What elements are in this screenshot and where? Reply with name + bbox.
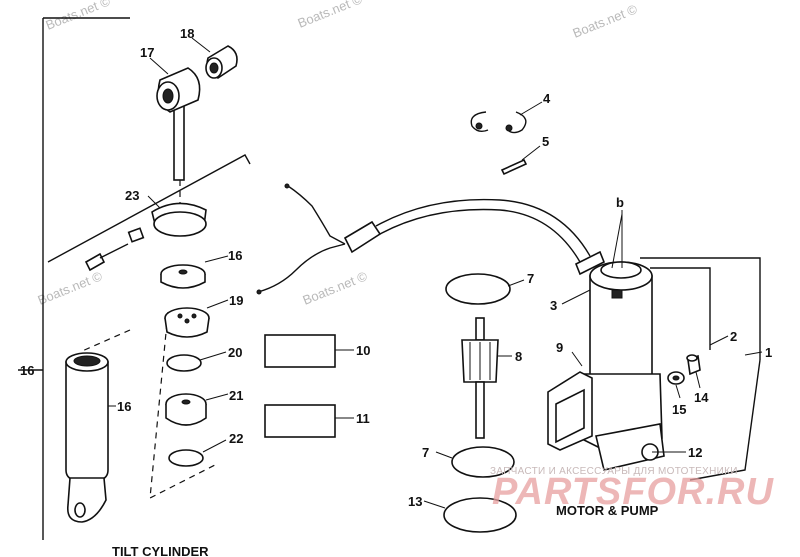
- leader-7a: [507, 279, 525, 287]
- callout-1: 1: [765, 345, 772, 360]
- callout-7a: 7: [527, 271, 534, 286]
- watermark-ru-big: PARTSFOR.RU: [492, 471, 774, 513]
- part-5-pin: [500, 158, 528, 176]
- leader-5: [521, 145, 541, 161]
- leader-2: [709, 335, 729, 346]
- leader-14: [695, 371, 701, 389]
- part-17-piston-rod: [156, 67, 201, 181]
- leader-22: [202, 439, 227, 453]
- leader-13: [423, 500, 446, 509]
- callout-19: 19: [229, 293, 243, 308]
- leader-15: [675, 384, 681, 399]
- leader-4: [519, 101, 543, 116]
- leader-3: [561, 289, 591, 305]
- watermark-left: Boats.net ©: [36, 268, 105, 308]
- wiring-harness: [256, 183, 591, 295]
- callout-11: 11: [356, 411, 370, 426]
- watermark-top-mid: Boats.net ©: [296, 0, 365, 31]
- callout-22: 22: [229, 431, 243, 446]
- watermark-mid: Boats.net ©: [301, 268, 370, 308]
- callout-4: 4: [543, 91, 551, 106]
- callout-14: 14: [694, 390, 709, 405]
- part-16-piston: [160, 264, 206, 289]
- part-3-motor: [574, 250, 653, 381]
- bracket-2: [650, 267, 711, 350]
- callout-7b: 7: [422, 445, 429, 460]
- callout-16c: 16: [117, 399, 131, 414]
- callout-16a: 16: [20, 363, 34, 378]
- part-22-o-ring: [168, 449, 204, 467]
- leader-19: [206, 299, 229, 309]
- bracket-1-lower: [689, 359, 761, 481]
- part-9-pump-housing: [547, 371, 665, 471]
- part-13-o-ring: [443, 497, 517, 533]
- watermark-top-right: Boats.net ©: [571, 1, 640, 41]
- caption-tilt-cylinder: TILT CYLINDER: [112, 544, 209, 557]
- callout-13: 13: [408, 494, 422, 509]
- part-4-clips: [470, 111, 527, 134]
- dash-guide-left: [79, 329, 131, 353]
- part-7-o-ring-bottom: [451, 446, 515, 478]
- callout-8: 8: [515, 349, 522, 364]
- leader-18: [191, 37, 211, 53]
- part-14-plug: [686, 354, 701, 376]
- leader-20: [199, 351, 227, 361]
- leader-16b: [204, 255, 229, 263]
- callout-10: 10: [356, 343, 370, 358]
- part-8-armature: [461, 317, 499, 439]
- callout-3: 3: [550, 298, 557, 313]
- leader-b2: [611, 213, 623, 269]
- callout-15: 15: [672, 402, 686, 417]
- callout-20: 20: [228, 345, 242, 360]
- dash-guide-right: [149, 311, 216, 500]
- part-15-washer: [667, 371, 685, 385]
- part-20-o-ring: [166, 354, 202, 372]
- leader-21: [205, 393, 229, 401]
- label-box-11: [264, 404, 336, 438]
- callout-21: 21: [229, 388, 243, 403]
- watermark-ru-small: ЗАПЧАСТИ И АКСЕССУАРЫ ДЛЯ МОТОТЕХНИКИ: [490, 466, 738, 477]
- part-7-o-ring-top: [445, 273, 511, 305]
- callout-b: b: [616, 195, 624, 210]
- callout-5: 5: [542, 134, 549, 149]
- callout-9: 9: [556, 340, 563, 355]
- callout-23: 23: [125, 188, 139, 203]
- callout-12: 12: [688, 445, 702, 460]
- leader-9: [571, 351, 583, 367]
- leader-23: [147, 195, 161, 209]
- label-box-10: [264, 334, 336, 368]
- callout-16b: 16: [228, 248, 242, 263]
- part-18-bushing: [205, 45, 238, 79]
- watermark-top-left: Boats.net ©: [44, 0, 113, 33]
- part-23-clamp: [84, 202, 207, 272]
- caption-motor-pump: MOTOR & PUMP: [556, 503, 659, 518]
- callout-18: 18: [180, 26, 194, 41]
- callout-2: 2: [730, 329, 737, 344]
- part-19-valve: [164, 307, 210, 338]
- part-21-piston-assembly: [165, 393, 207, 426]
- bracket-23: [47, 154, 251, 263]
- bracket-1: [640, 257, 761, 360]
- leader-7b: [435, 451, 453, 459]
- part-16-tilt-cylinder: [65, 352, 109, 523]
- leader-1: [744, 351, 763, 356]
- callout-17: 17: [140, 45, 154, 60]
- leader-17: [149, 57, 169, 75]
